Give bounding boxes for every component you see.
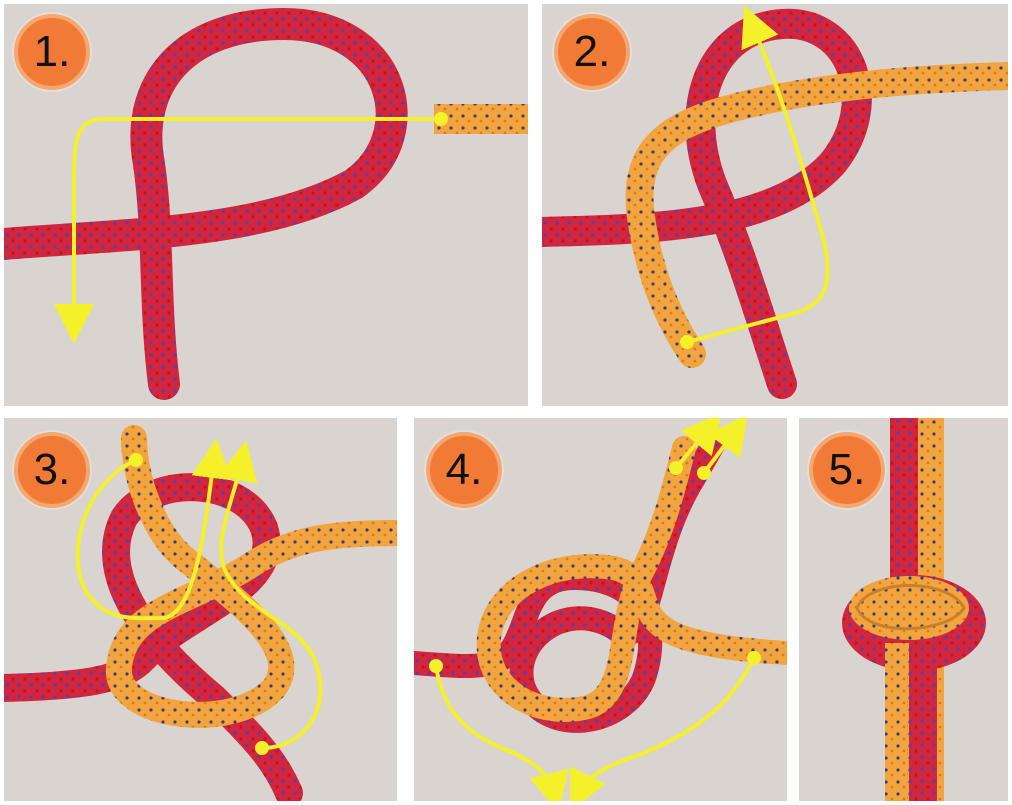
step-4-photo: 4. bbox=[414, 418, 787, 801]
step-1-photo: 1. bbox=[4, 4, 528, 406]
step-1-badge: 1. bbox=[14, 14, 90, 90]
step-4-label: 4. bbox=[446, 448, 483, 492]
step-3-label: 3. bbox=[34, 448, 71, 492]
arrow-start-dot bbox=[747, 651, 761, 665]
step-1-label: 1. bbox=[34, 30, 71, 74]
arrow-start-dot bbox=[697, 466, 711, 480]
step-5-photo: 5. bbox=[799, 418, 1008, 801]
arrow-start-dot bbox=[255, 741, 269, 755]
step-3-badge: 3. bbox=[14, 432, 90, 508]
arrow-start-dot bbox=[429, 659, 443, 673]
step-2-badge: 2. bbox=[554, 14, 630, 90]
step-2-label: 2. bbox=[574, 30, 611, 74]
step-2-photo: 2. bbox=[542, 4, 1008, 406]
step-5-badge: 5. bbox=[809, 432, 885, 508]
arrow-start-dot bbox=[129, 453, 143, 467]
arrow-start-dot bbox=[669, 461, 683, 475]
red-rope bbox=[4, 487, 289, 793]
step-5-label: 5. bbox=[829, 448, 866, 492]
step-3-photo: 3. bbox=[4, 418, 397, 801]
arrow-start-dot bbox=[680, 335, 694, 349]
step-4-badge: 4. bbox=[426, 432, 502, 508]
arrow-start-dot bbox=[434, 112, 448, 126]
